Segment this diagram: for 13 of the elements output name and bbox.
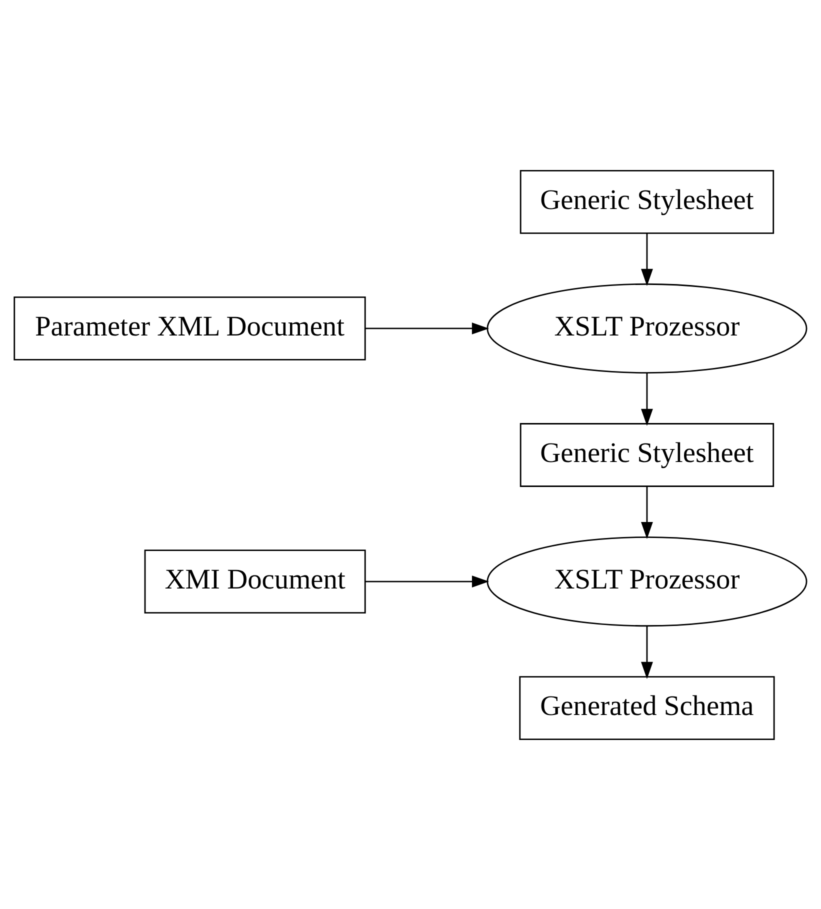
arrow <box>641 486 653 539</box>
arrow <box>365 322 489 334</box>
node-box: Generic Stylesheet <box>520 169 774 234</box>
node-ellipse: XSLT Prozessor <box>486 536 808 626</box>
node-box: Parameter XML Document <box>14 296 366 360</box>
node-box: XMI Document <box>144 549 366 613</box>
arrow <box>641 626 653 678</box>
arrow <box>641 232 653 286</box>
node-box: Generic Stylesheet <box>520 422 774 486</box>
node-box: Generated Schema <box>519 676 775 740</box>
node-ellipse: XSLT Prozessor <box>486 282 808 374</box>
arrow <box>641 372 653 426</box>
arrow <box>365 575 490 588</box>
